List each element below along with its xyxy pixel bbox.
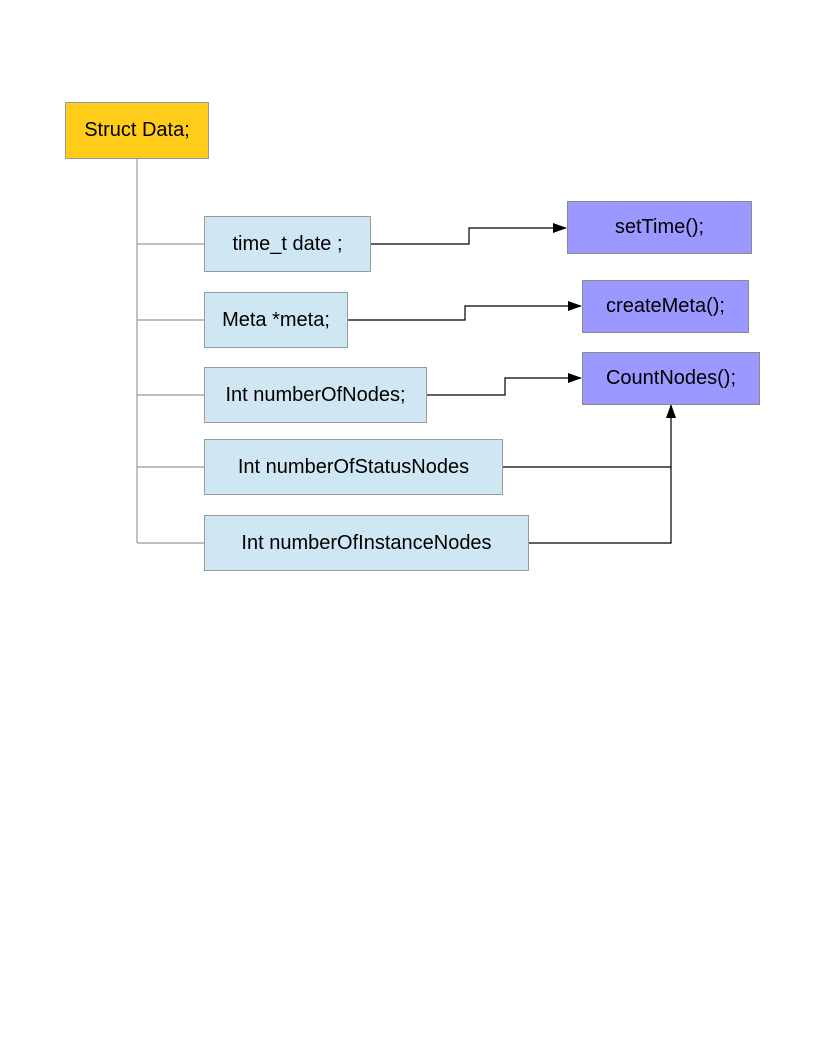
function-label: setTime(); bbox=[614, 216, 705, 238]
function-node-countnodes[interactable]: CountNodes(); bbox=[582, 352, 760, 405]
function-label: CountNodes(); bbox=[605, 367, 737, 389]
struct-data-label: Struct Data; bbox=[84, 119, 190, 141]
arrow-meta-to-createmeta bbox=[348, 301, 582, 321]
field-node-number-of-nodes[interactable]: Int numberOfNodes; bbox=[204, 367, 427, 423]
field-node-number-of-status-nodes[interactable]: Int numberOfStatusNodes bbox=[204, 439, 503, 495]
function-label: createMeta(); bbox=[606, 295, 725, 317]
arrow-nodes-to-countnodes bbox=[427, 373, 582, 396]
field-label: Int numberOfNodes; bbox=[225, 383, 406, 406]
function-node-settime[interactable]: setTime(); bbox=[567, 201, 752, 254]
function-node-createmeta[interactable]: createMeta(); bbox=[582, 280, 749, 333]
arrow-instance-to-countnodes bbox=[529, 404, 676, 544]
field-node-meta[interactable]: Meta *meta; bbox=[204, 292, 348, 348]
field-node-number-of-instance-nodes[interactable]: Int numberOfInstanceNodes bbox=[204, 515, 529, 571]
field-label: Int numberOfStatusNodes bbox=[237, 455, 470, 478]
field-label: Int numberOfInstanceNodes bbox=[241, 531, 492, 554]
tree-connectors bbox=[136, 159, 205, 544]
call-arrows bbox=[348, 223, 676, 544]
struct-data-node[interactable]: Struct Data; bbox=[65, 102, 209, 159]
field-label: Meta *meta; bbox=[222, 308, 330, 331]
field-label: time_t date ; bbox=[232, 232, 343, 255]
arrow-date-to-settime bbox=[371, 223, 567, 245]
field-node-date[interactable]: time_t date ; bbox=[204, 216, 371, 272]
